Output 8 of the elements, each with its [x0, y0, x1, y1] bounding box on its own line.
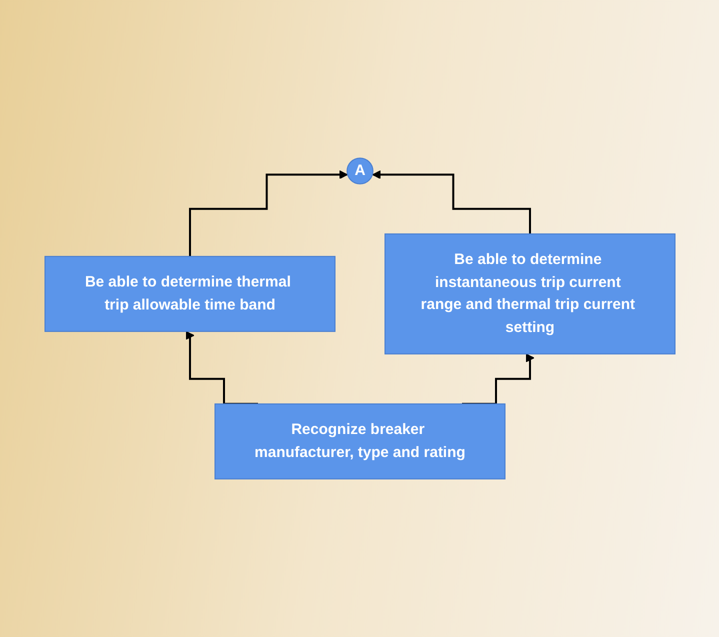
arrow — [372, 170, 530, 235]
arrow — [185, 331, 258, 405]
arrow — [462, 354, 534, 405]
node-circle: A — [346, 158, 373, 184]
node-box: Be able to determine thermal trip allowable time band — [44, 256, 335, 332]
node-box: Recognize breaker manufacturer, type and rating — [214, 403, 505, 480]
arrow — [188, 170, 348, 258]
node-box: Be able to determine instantaneous trip current range and thermal trip current setting — [384, 233, 675, 354]
